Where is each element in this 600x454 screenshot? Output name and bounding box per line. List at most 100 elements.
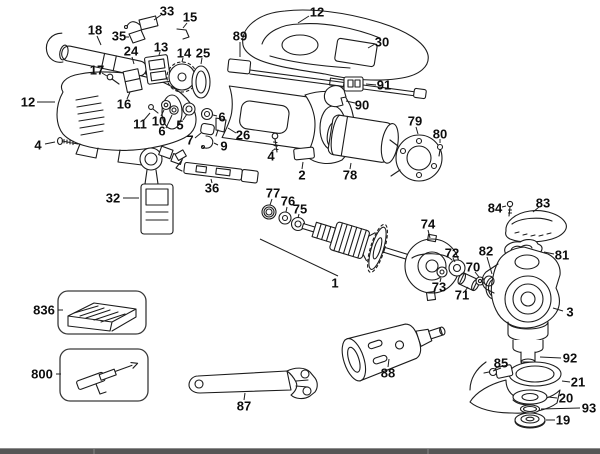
part-number-label: 77 (266, 186, 280, 201)
part-number-label: 3 (566, 305, 573, 320)
bearing-flange-drawing (389, 134, 443, 182)
leader-line (165, 114, 173, 129)
leader-line (452, 257, 456, 263)
part-number-label: 87 (237, 399, 251, 414)
leader-line (101, 72, 108, 77)
part-number-label: 93 (582, 401, 596, 416)
leader-line (297, 15, 310, 24)
leader-line (474, 271, 480, 278)
part-number-label: 92 (563, 351, 577, 366)
bearing-5-drawing (182, 102, 196, 116)
leader-line (365, 83, 377, 86)
leader-line (212, 114, 218, 117)
washer-10-drawing (160, 99, 172, 111)
leader-line (210, 178, 213, 184)
part-number-label: 836 (33, 303, 55, 318)
part-number-label: 21 (571, 375, 585, 390)
clip-9-drawing (200, 135, 214, 150)
leader-line (552, 307, 564, 312)
part-number-label: 12 (21, 95, 35, 110)
part-number-label: 10 (152, 114, 166, 129)
bracket-26-drawing (215, 117, 227, 137)
part-number-label: 79 (408, 114, 422, 129)
clamp-nut-drawing (514, 412, 546, 429)
leader-line (539, 356, 562, 359)
leader-line (492, 367, 502, 372)
leader-line (153, 14, 162, 21)
part-number-label: 35 (112, 29, 126, 44)
leader-line (301, 161, 304, 170)
part-number-label: 75 (293, 202, 307, 217)
switch-assembly-drawing (139, 145, 184, 235)
pad-drawing (128, 29, 146, 44)
leader-line (182, 22, 188, 29)
leader-line (543, 251, 555, 255)
part-number-label: 26 (236, 128, 250, 143)
leader-line (213, 142, 219, 146)
part-number-label: 88 (381, 366, 395, 381)
part-number-label: 19 (556, 413, 570, 428)
field-stator-drawing (326, 114, 399, 164)
leader-line (427, 229, 431, 239)
part-number-label: 32 (106, 191, 120, 206)
bracket-16-drawing (122, 68, 143, 93)
part-number-label: 7 (186, 133, 193, 148)
washer-73-drawing (436, 266, 448, 278)
screw-80-drawing (436, 143, 444, 157)
brush-holder-drawing (144, 54, 172, 85)
leader-line (486, 256, 493, 275)
leader-line (561, 380, 571, 383)
leader-line (415, 126, 419, 135)
leader-line (126, 91, 131, 100)
leader-line (143, 112, 151, 121)
part-number-label: 24 (124, 44, 139, 59)
baffle-2-drawing (293, 146, 315, 161)
leader-line (345, 100, 356, 104)
screw-4-left-drawing (56, 136, 79, 146)
part-number-label: 89 (233, 29, 247, 44)
part-number-label: 25 (196, 46, 210, 61)
part-number-label: 84 (488, 201, 503, 216)
leader-line (547, 396, 558, 399)
leader-line (540, 407, 581, 410)
leader-line (44, 141, 56, 145)
top-housing-shell-drawing (242, 9, 429, 81)
leader-line (182, 113, 188, 121)
part-number-label: 2 (298, 168, 305, 183)
screw-17-drawing (106, 73, 120, 85)
accessory-kit-box (57, 290, 147, 335)
part-number-label: 20 (559, 391, 573, 406)
part-number-label: 11 (133, 117, 147, 132)
grommet-7-drawing (200, 122, 215, 136)
leader-line (131, 56, 135, 65)
connector-91-drawing (343, 76, 364, 92)
screw-11-drawing (148, 104, 159, 114)
leader-line (367, 43, 376, 49)
part-number-label: 73 (432, 280, 446, 295)
leader-line (297, 213, 300, 219)
part-number-label: 12 (310, 5, 324, 20)
leader-line (158, 51, 161, 56)
part-number-label: 80 (433, 127, 447, 142)
window-bottom-edge (0, 448, 600, 454)
part-number-label: 76 (281, 194, 295, 209)
rear-motor-housing-drawing (56, 71, 197, 167)
part-number-label: 1 (331, 276, 338, 291)
part-drawings (45, 9, 567, 429)
part-number-label: 4 (34, 138, 42, 153)
carbon-brush-drawing (123, 15, 159, 31)
leader-line (532, 206, 540, 213)
part-number-label: 36 (205, 181, 219, 196)
part-number-label: 78 (343, 168, 357, 183)
leader-line (181, 57, 184, 63)
part-number-label: 70 (466, 260, 480, 275)
part-number-label: 91 (377, 78, 391, 93)
bevel-gear-drawing (404, 233, 460, 302)
part-number-label: 30 (375, 35, 389, 50)
part-number-label: 800 (31, 367, 53, 382)
part-number-label: 72 (445, 246, 459, 261)
gear-case-drawing (481, 246, 561, 354)
leader-line (243, 392, 246, 401)
